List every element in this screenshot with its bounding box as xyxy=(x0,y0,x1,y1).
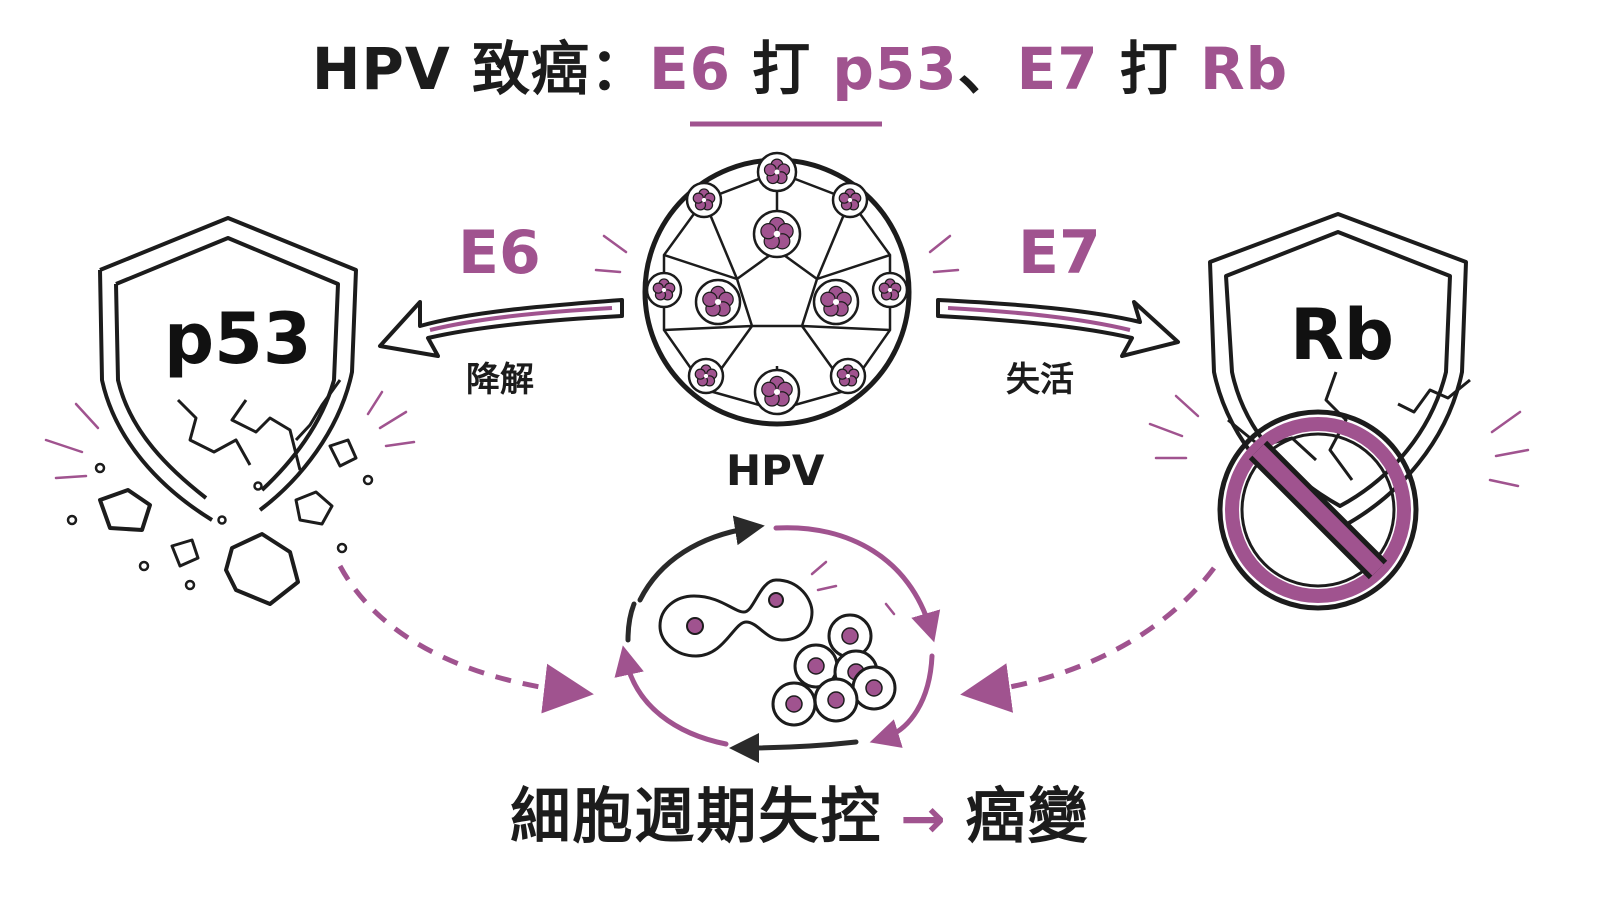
cell-cluster-icon xyxy=(771,613,897,727)
outcome-text: 細胞週期失控 xyxy=(510,782,883,852)
p53-label: p53 xyxy=(164,298,312,380)
title-p53: p53 xyxy=(832,35,958,103)
inactivate-label: 失活 xyxy=(1006,360,1074,400)
virus-sparkle-lines xyxy=(594,234,960,274)
right-burst-lines xyxy=(1148,394,1530,488)
title-e7: E7 xyxy=(1016,35,1099,103)
capsid-capsomere-icon xyxy=(694,278,742,326)
e7-inactivate-arrow xyxy=(936,298,1180,358)
title-hit-1: 打 xyxy=(730,35,833,103)
e7-label: E7 xyxy=(1018,218,1101,288)
outcome-caption: 細胞週期失控 → 癌變 xyxy=(0,768,1600,855)
capsid-capsomere-icon xyxy=(752,209,802,259)
capsid-capsomere-icon xyxy=(645,271,683,309)
rb-to-cycle-dashed-arrow xyxy=(960,566,1216,713)
capsid-capsomere-icon xyxy=(753,368,801,416)
rb-label: Rb xyxy=(1290,294,1395,376)
virus-capsid-icon xyxy=(642,151,912,427)
cell-division-icon xyxy=(658,560,896,658)
capsid-capsomere-icon xyxy=(685,181,723,219)
cell-nucleus-icon xyxy=(841,627,859,645)
cell-cycle-loop xyxy=(614,515,941,763)
outcome-result: 癌變 xyxy=(965,782,1090,852)
capsid-capsomere-icon xyxy=(687,357,725,395)
cell-nucleus-icon xyxy=(785,695,803,713)
title-prefix: HPV 致癌： xyxy=(311,35,649,103)
capsid-capsomere-icon xyxy=(829,357,867,395)
prohibition-icon xyxy=(1217,409,1419,611)
page-title: HPV 致癌：E6 打 p53、E7 打 Rb xyxy=(0,22,1600,106)
capsid-capsomere-icon xyxy=(871,271,909,309)
title-separator: 、 xyxy=(957,35,1017,103)
broken-shield-icon xyxy=(66,216,374,606)
e6-degrade-arrow xyxy=(378,298,624,358)
cell-nucleus-icon xyxy=(807,657,825,675)
capsid-capsomere-icon xyxy=(831,181,869,219)
capsid-capsomere-icon xyxy=(812,278,860,326)
hpv-label: HPV xyxy=(726,446,825,495)
e6-label: E6 xyxy=(458,218,541,288)
title-rb: Rb xyxy=(1199,35,1289,103)
cell-nucleus-icon xyxy=(827,691,845,709)
outcome-arrow: → xyxy=(900,787,948,850)
degrade-label: 降解 xyxy=(466,360,534,400)
title-hit-2: 打 xyxy=(1098,35,1200,103)
p53-to-cycle-dashed-arrow xyxy=(337,564,594,714)
capsid-capsomere-icon xyxy=(756,151,798,193)
title-e6: E6 xyxy=(648,35,731,103)
cell-nucleus-icon xyxy=(865,679,883,697)
left-burst-lines xyxy=(44,390,416,480)
